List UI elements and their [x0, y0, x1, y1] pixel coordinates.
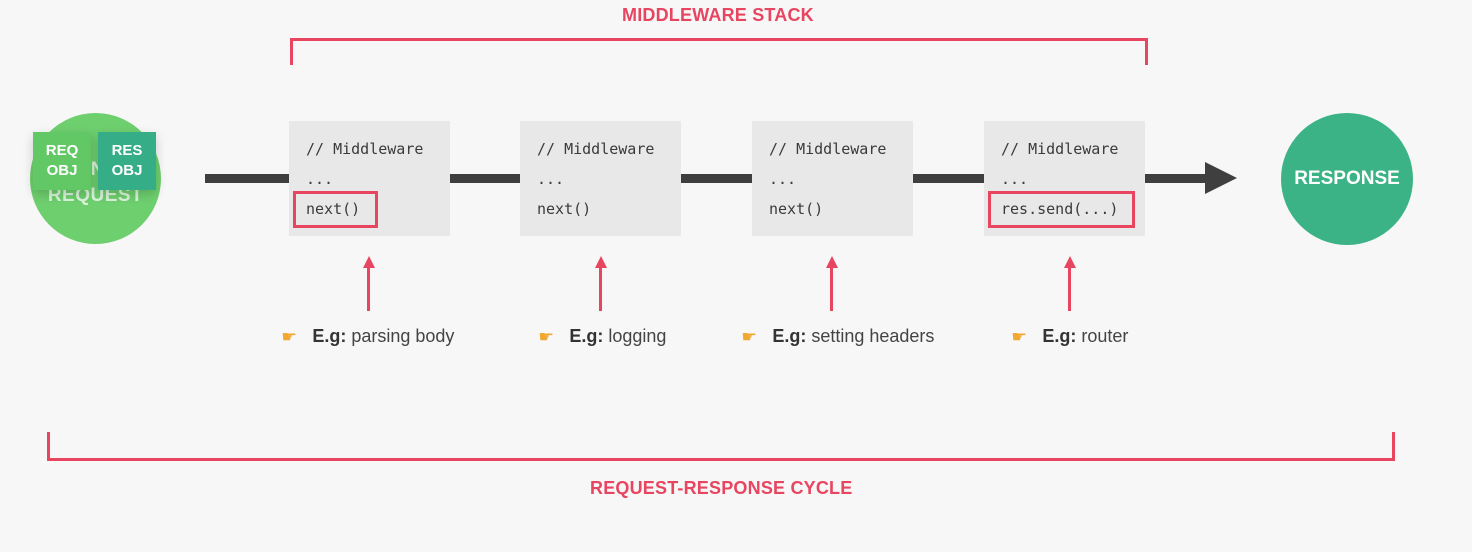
- middleware-box-4: // Middleware ... res.send(...): [984, 121, 1145, 236]
- middleware-comment: // Middleware: [306, 140, 424, 158]
- middleware-box-3: // Middleware ... next(): [752, 121, 913, 236]
- example-text: router: [1081, 326, 1129, 346]
- response-circle: RESPONSE: [1281, 113, 1413, 245]
- up-arrow-icon: [1063, 256, 1077, 311]
- pointing-hand-icon: ☛: [741, 328, 758, 346]
- response-label: RESPONSE: [1294, 168, 1400, 189]
- middleware-stack-title: MIDDLEWARE STACK: [622, 5, 814, 25]
- example-prefix: E.g:: [772, 326, 807, 346]
- up-arrow-icon: [362, 256, 376, 311]
- flow-arrow-head-icon: [1205, 162, 1237, 194]
- req-obj-tag: REQ OBJ: [33, 132, 91, 190]
- request-response-cycle-title: REQUEST-RESPONSE CYCLE: [590, 478, 853, 498]
- middleware-call: res.send(...): [1001, 200, 1119, 218]
- res-obj-line-2: OBJ: [111, 162, 143, 179]
- pointing-hand-icon: ☛: [538, 328, 555, 346]
- example-text: logging: [608, 326, 667, 346]
- middleware-call: next(): [537, 200, 592, 218]
- example-text: parsing body: [351, 326, 455, 346]
- example-text: setting headers: [811, 326, 935, 346]
- up-arrow-icon: [825, 256, 839, 311]
- middleware-call: next(): [769, 200, 824, 218]
- middleware-ellipsis: ...: [306, 170, 334, 188]
- middleware-stack-bracket: [290, 38, 1148, 65]
- call-highlight-box: [988, 191, 1135, 228]
- req-obj-line-1: REQ: [45, 142, 79, 159]
- middleware-comment: // Middleware: [537, 140, 655, 158]
- example-prefix: E.g:: [1042, 326, 1077, 346]
- example-prefix: E.g:: [312, 326, 347, 346]
- pointing-hand-icon: ☛: [1011, 328, 1028, 346]
- middleware-box-1: // Middleware ... next(): [289, 121, 450, 236]
- req-obj-line-2: OBJ: [46, 162, 78, 179]
- middleware-ellipsis: ...: [537, 170, 565, 188]
- request-label: REQUEST: [47, 185, 144, 206]
- example-router: ☛ E.g: router: [1011, 326, 1129, 347]
- middleware-ellipsis: ...: [769, 170, 797, 188]
- middleware-call: next(): [306, 200, 361, 218]
- example-prefix: E.g:: [569, 326, 604, 346]
- pointing-hand-icon: ☛: [281, 328, 298, 346]
- call-highlight-box: [293, 191, 378, 228]
- up-arrow-icon: [594, 256, 608, 311]
- res-obj-tag: RES OBJ: [98, 132, 156, 190]
- example-setting-headers: ☛ E.g: setting headers: [741, 326, 935, 347]
- middleware-comment: // Middleware: [769, 140, 887, 158]
- middleware-comment: // Middleware: [1001, 140, 1119, 158]
- request-response-cycle-bracket: [47, 432, 1395, 461]
- res-obj-line-1: RES: [111, 142, 143, 159]
- flow-line: [205, 174, 1208, 183]
- middleware-box-2: // Middleware ... next(): [520, 121, 681, 236]
- middleware-ellipsis: ...: [1001, 170, 1029, 188]
- example-logging: ☛ E.g: logging: [538, 326, 667, 347]
- example-parsing-body: ☛ E.g: parsing body: [281, 326, 455, 347]
